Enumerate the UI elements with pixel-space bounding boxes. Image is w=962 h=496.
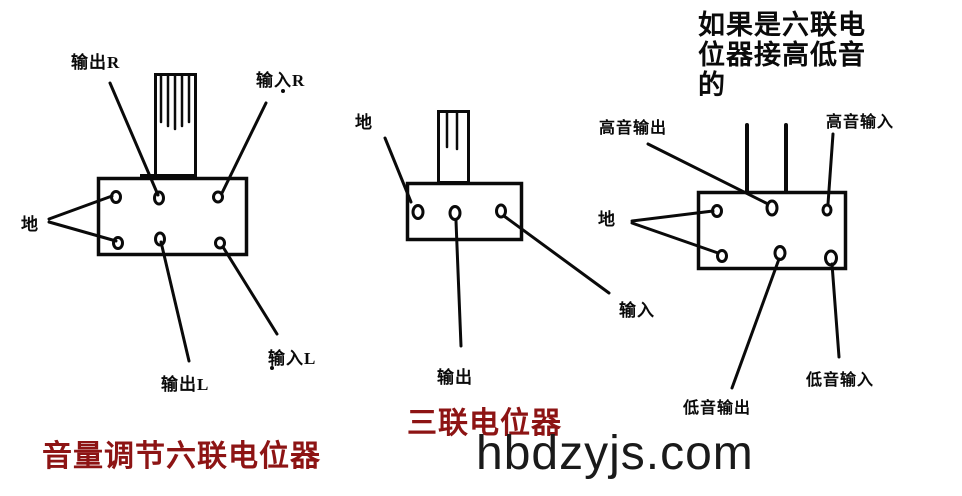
pointer-line-ground-top: [630, 209, 715, 223]
left-pot-drawing: [47, 73, 279, 363]
pointer-line-bass-out: [730, 257, 781, 390]
pointer-line-treble-in: [826, 132, 835, 206]
label-ground-left: 地: [21, 215, 39, 234]
pointer-line-ground-bottom: [47, 220, 118, 243]
pointer-line-output: [454, 219, 463, 348]
label-bass-in: 低音输入: [806, 372, 875, 389]
pointer-line-ground-bottom: [630, 221, 720, 255]
terminal-hole: [448, 205, 462, 221]
middle-pot-terminal-holes: [411, 203, 507, 221]
middle-pot-pointer-lines: [383, 136, 611, 348]
stray-dot: [281, 89, 285, 93]
pointer-line-treble-out: [646, 142, 768, 205]
right-pot-pins: [745, 123, 788, 195]
label-output-r: 输出R: [71, 53, 121, 72]
right-pot-pointer-lines: [630, 132, 841, 390]
label-bass-out: 低音输出: [683, 400, 752, 417]
terminal-hole: [773, 245, 787, 261]
terminal-hole: [716, 249, 728, 263]
label-input-r: 输入R: [256, 71, 306, 90]
pointer-line-input: [502, 214, 611, 295]
site-watermark: hbdzyjs.com: [476, 427, 754, 480]
pointer-line-bass-in: [830, 262, 841, 359]
label-ground-right: 地: [598, 210, 616, 229]
terminal-hole: [821, 203, 833, 217]
right-pot-drawing: [630, 123, 848, 390]
left-pot-shaft-knurling: [159, 74, 191, 131]
label-output-middle: 输出: [437, 368, 473, 387]
terminal-hole: [765, 199, 779, 217]
middle-diagram-title: 三联电位器: [407, 407, 562, 440]
label-input-middle: 输入: [619, 301, 655, 320]
left-diagram-title: 音量调节六联电位器: [42, 440, 321, 473]
terminal-hole: [495, 203, 507, 219]
pointer-line-in-l: [221, 245, 279, 336]
terminal-hole: [214, 236, 226, 250]
pointer-line-in-r: [220, 101, 268, 195]
middle-pot-shaft: [437, 110, 470, 184]
stray-dot: [270, 366, 274, 370]
terminal-hole: [212, 190, 224, 204]
right-diagram-title: 如果是六联电位器接高低音的: [698, 10, 866, 100]
label-input-l: 输入L: [268, 349, 317, 368]
pointer-line-ground-top: [47, 194, 114, 221]
pointer-line-ground: [383, 136, 413, 204]
terminal-hole: [411, 204, 425, 220]
label-treble-in: 高音输入: [826, 114, 895, 131]
middle-pot-drawing: [383, 110, 611, 348]
label-treble-out: 高音输出: [599, 120, 668, 137]
middle-pot-shaft-knurling: [445, 111, 459, 151]
label-output-l: 输出L: [161, 375, 210, 394]
left-pot-pointer-lines: [47, 81, 279, 363]
right-pot-terminal-holes: [711, 199, 838, 267]
label-ground-middle: 地: [355, 113, 373, 132]
pointer-line-out-r: [108, 81, 160, 197]
pointer-line-out-l: [159, 240, 191, 363]
